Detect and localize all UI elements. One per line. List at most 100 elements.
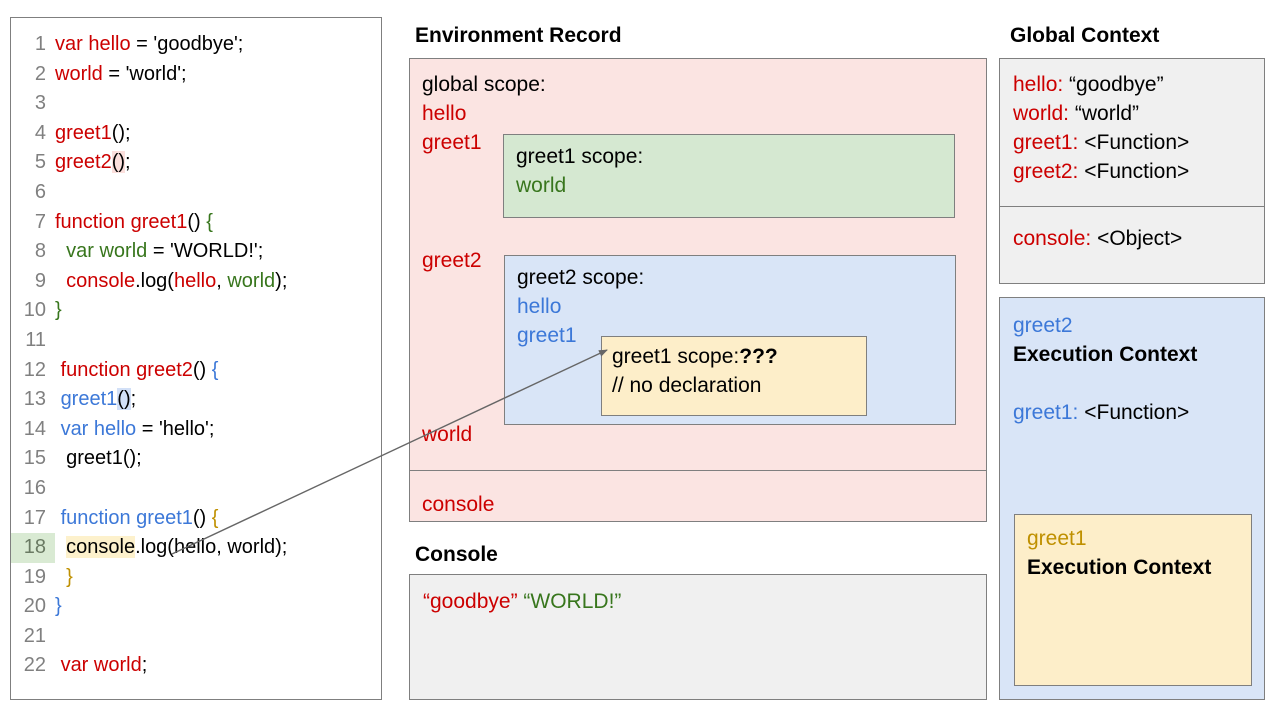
console-output-goodbye: “goodbye” (423, 590, 518, 613)
code-line: 20} (11, 592, 381, 622)
greet1-scope-title: greet1 scope: (516, 145, 644, 168)
code-line-number: 14 (23, 417, 46, 440)
code-line: 22 var world; (11, 651, 381, 681)
code-line-text: console.log(hello, world); (55, 533, 381, 563)
global-context-value: <Function> (1084, 131, 1190, 154)
code-line-number: 21 (23, 624, 46, 647)
global-context-row-console: console: <Object> (1013, 227, 1182, 251)
greet1-inner-scope-comment: // no declaration (612, 374, 762, 397)
code-line-text: world = 'world'; (55, 60, 381, 90)
code-line-text: greet2(); (55, 148, 381, 178)
global-context-value: “goodbye” (1069, 73, 1164, 96)
code-token: console (66, 269, 136, 292)
code-line-text: greet1(); (55, 444, 381, 474)
environment-record-divider (410, 470, 986, 471)
code-line: 14 var hello = 'hello'; (11, 415, 381, 445)
global-context-value: <Function> (1084, 160, 1190, 183)
global-context-key: greet1: (1013, 131, 1079, 154)
code-token: () (117, 388, 131, 411)
code-token: .log(hello, world); (135, 536, 288, 559)
console-output: “goodbye” “WORLD!” (423, 590, 621, 614)
code-line-text: greet1(); (55, 119, 381, 149)
code-line-text: greet1(); (55, 385, 381, 415)
greet2-scope-title: greet2 scope: (517, 266, 645, 289)
code-token (55, 566, 66, 588)
greet1-inner-scope-unknown-marker: ??? (739, 345, 778, 368)
code-token (55, 240, 66, 262)
global-context-value-console: <Object> (1097, 227, 1183, 250)
code-line-number: 9 (34, 269, 46, 292)
code-token: var hello (55, 33, 131, 55)
code-token: var world (60, 654, 142, 677)
code-line-text: function greet1() { (55, 208, 381, 238)
code-line-text: } (55, 563, 381, 593)
code-line-number: 16 (23, 476, 46, 499)
code-line: 7 function greet1() { (11, 208, 381, 238)
code-line-number: 7 (34, 210, 46, 233)
console-heading: Console (415, 543, 498, 566)
env-var-greet1: greet1 (422, 131, 482, 154)
code-token: greet1 (55, 121, 112, 144)
code-token: ; (125, 151, 131, 174)
greet1-execution-context-name: greet1 (1027, 527, 1087, 550)
code-line: 19 } (11, 563, 381, 593)
global-context-divider (1000, 206, 1264, 207)
code-line-number: 2 (34, 62, 46, 85)
code-token: = 'WORLD!'; (147, 240, 264, 263)
code-line: 17 function greet1() { (11, 504, 381, 534)
console-panel: “goodbye” “WORLD!” (409, 574, 987, 700)
code-token: hello (173, 269, 217, 292)
code-token: .log( (135, 269, 174, 292)
environment-record-globals-section: console (410, 471, 986, 521)
global-context-row: world: “world” (1013, 102, 1139, 126)
code-line-number: 4 (34, 121, 46, 144)
code-token: greet2 (55, 151, 112, 174)
code-line: 10} (11, 296, 381, 326)
greet2-execution-context-panel: greet2 Execution Context greet1: <Functi… (999, 297, 1265, 700)
code-line: 16 (11, 474, 381, 504)
environment-record-heading: Environment Record (415, 24, 622, 47)
code-token (55, 536, 66, 558)
code-line-number: 5 (34, 151, 46, 174)
global-context-value: “world” (1074, 102, 1140, 125)
global-context-row: hello: “goodbye” (1013, 73, 1164, 97)
code-token: ); (275, 269, 288, 292)
global-context-row: greet1: <Function> (1013, 131, 1189, 155)
code-line: 2 world = 'world'; (11, 60, 381, 90)
code-token: console (66, 536, 136, 559)
greet2-execution-context-name: greet2 (1013, 314, 1073, 337)
code-line: 13 greet1(); (11, 385, 381, 415)
code-token: var world (66, 240, 148, 263)
code-token: = 'hello'; (136, 417, 215, 440)
greet2-execution-context-var-value: <Function> (1084, 401, 1190, 424)
code-line: 18 console.log(hello, world); (11, 533, 381, 563)
code-line-number: 10 (23, 299, 46, 322)
global-scope-label: global scope: (422, 73, 546, 96)
code-token: () (111, 151, 126, 174)
code-token: { (206, 210, 213, 233)
greet1-inner-scope-title-prefix: greet1 scope: (612, 345, 740, 368)
global-context-row: greet2: <Function> (1013, 160, 1189, 184)
code-line-number: 19 (23, 565, 46, 588)
code-line-number: 17 (23, 506, 46, 529)
code-line: 11 (11, 326, 381, 356)
code-token: () (187, 210, 207, 233)
code-token: function greet1 (60, 506, 193, 529)
code-line-text: } (55, 296, 381, 326)
global-context-heading: Global Context (1010, 24, 1160, 47)
code-line-number: 20 (23, 595, 46, 618)
code-token: } (55, 595, 62, 618)
code-token (55, 270, 66, 292)
code-line-text: function greet2() { (55, 356, 381, 386)
greet2-execution-context-var-row: greet1: <Function> (1013, 401, 1189, 425)
code-line: 4 greet1(); (11, 119, 381, 149)
code-line: 8 var world = 'WORLD!'; (11, 237, 381, 267)
code-line-text: var world; (55, 651, 381, 681)
global-context-key: greet2: (1013, 160, 1079, 183)
env-var-greet2: greet2 (422, 249, 482, 272)
code-line-text: var hello = 'hello'; (55, 415, 381, 445)
global-context-builtins-section: console: <Object> (1000, 207, 1264, 283)
greet2-execution-context-var-key: greet1: (1013, 401, 1079, 424)
code-line: 12 function greet2() { (11, 356, 381, 386)
